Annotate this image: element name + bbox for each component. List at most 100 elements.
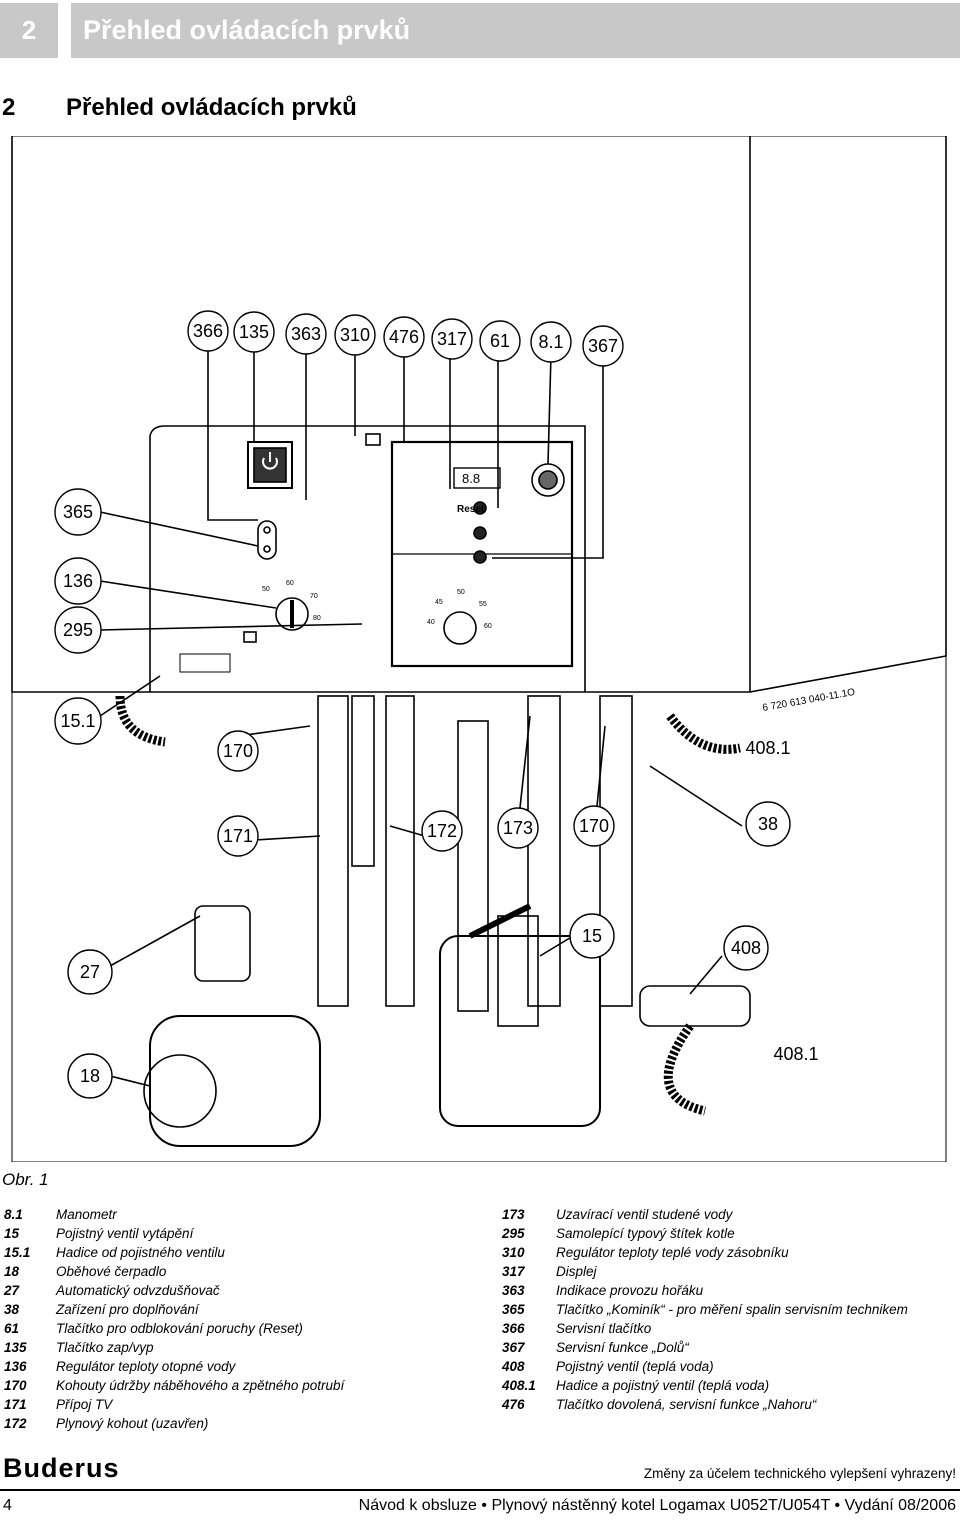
callout-circle <box>421 810 463 852</box>
svg-text:45: 45 <box>435 599 443 606</box>
callout-label: 172 <box>427 821 457 841</box>
callout-label: 363 <box>291 324 321 344</box>
svg-text:40: 40 <box>427 619 435 626</box>
legend-key: 15 <box>4 1226 20 1241</box>
legend-key: 8.1 <box>4 1207 23 1222</box>
callout-circle <box>431 318 473 360</box>
legend-text: Tlačítko pro odblokování poruchy (Reset) <box>56 1321 303 1336</box>
legend-text: Kohouty údržby náběhového a zpětného pot… <box>56 1378 345 1393</box>
callout-circle <box>497 807 539 849</box>
page-number: 4 <box>3 1497 12 1514</box>
legend-key: 408 <box>502 1359 525 1374</box>
legend-key: 367 <box>502 1340 525 1355</box>
buderus-logo: Buderus <box>3 1453 119 1483</box>
callout-label: 15.1 <box>60 711 95 731</box>
chapter-title: Přehled ovládacích prvků <box>83 15 411 45</box>
legend-item: 15.1 Hadice od pojistného ventilu <box>4 1243 344 1262</box>
footer-rule <box>0 1489 960 1491</box>
legend-key: 136 <box>4 1359 27 1374</box>
svg-text:50: 50 <box>262 586 270 593</box>
legend-item: 363 Indikace provozu hořáku <box>502 1281 908 1300</box>
legend-text: Manometr <box>56 1207 117 1222</box>
callout-circle <box>582 325 624 367</box>
callout-circle <box>285 313 327 355</box>
legend-key: 171 <box>4 1397 27 1412</box>
legend-item: 18 Oběhové čerpadlo <box>4 1262 344 1281</box>
callout-label: 295 <box>63 620 93 640</box>
legend-key: 476 <box>502 1397 525 1412</box>
legend-key: 15.1 <box>4 1245 31 1260</box>
callout-label: 170 <box>223 741 253 761</box>
legend-item: 61 Tlačítko pro odblokování poruchy (Rese… <box>4 1319 344 1338</box>
callout-label: 8.1 <box>538 332 563 352</box>
callout-label: 38 <box>758 814 778 834</box>
legend-text: Tlačítko dovolená, servisní funkce „Naho… <box>556 1397 817 1412</box>
callout-circle <box>233 311 275 353</box>
callout-circle <box>723 925 769 971</box>
changes-note: Změny za účelem technického vylepšení vy… <box>643 1466 956 1481</box>
callout-circle <box>54 557 102 605</box>
callout-circle <box>67 1053 113 1099</box>
callout-label: 310 <box>340 325 370 345</box>
callout-label: 173 <box>503 818 533 838</box>
callout-label: 367 <box>588 336 618 356</box>
boiler-casing <box>11 136 947 693</box>
footer-title: Návod k obsluze • Plynový nástěnný kotel… <box>358 1497 956 1514</box>
callout-circle <box>187 310 229 352</box>
legend-key: 366 <box>502 1321 525 1336</box>
callout-label: 171 <box>223 826 253 846</box>
legend-key: 172 <box>4 1416 27 1431</box>
callout-label: 61 <box>490 331 510 351</box>
control-panel <box>149 425 586 692</box>
legend-text: Automatický odvzdušňovač <box>56 1283 220 1298</box>
callout-label: 15 <box>582 926 602 946</box>
legend-key: 365 <box>502 1302 525 1317</box>
callout-circle <box>334 314 376 356</box>
callout-circle <box>569 913 615 959</box>
callout-circle <box>745 801 791 847</box>
legend-text: Regulátor teploty teplé vody zásobníku <box>556 1245 789 1260</box>
legend-text: Samolepící typový štítek kotle <box>556 1226 735 1241</box>
callout-label: 408.1 <box>745 738 790 758</box>
callout-circle <box>54 606 102 654</box>
legend-text: Tlačítko zap/vyp <box>56 1340 154 1355</box>
callout-circle <box>217 815 259 857</box>
figure-caption: Obr. 1 <box>2 1170 49 1189</box>
callout-circle <box>530 321 572 363</box>
legend-text: Hadice od pojistného ventilu <box>56 1245 225 1260</box>
legend-item: 310 Regulátor teploty teplé vody zásobník… <box>502 1243 908 1262</box>
callout-circle <box>383 316 425 358</box>
legend-text: Indikace provozu hořáku <box>556 1283 704 1298</box>
svg-text:60: 60 <box>286 580 294 587</box>
legend-key: 18 <box>4 1264 20 1279</box>
legend-key: 173 <box>502 1207 525 1222</box>
legend-key: 310 <box>502 1245 525 1260</box>
chapter-number: 2 <box>21 15 37 45</box>
legend-key: 317 <box>502 1264 525 1279</box>
legend-key: 363 <box>502 1283 525 1298</box>
legend-text: Servisní funkce „Dolů“ <box>556 1340 689 1355</box>
legend-text: Regulátor teploty otopné vody <box>56 1359 236 1374</box>
callout-circle <box>479 320 521 362</box>
legend-text: Přípoj TV <box>56 1397 113 1412</box>
section-number: 2 <box>2 94 16 121</box>
legend-text: Oběhové čerpadlo <box>56 1264 167 1279</box>
legend-key: 38 <box>4 1302 20 1317</box>
callout-circle <box>217 730 259 772</box>
legend-text: Pojistný ventil vytápění <box>56 1226 194 1241</box>
legend-key: 27 <box>4 1283 20 1298</box>
legend-key: 61 <box>4 1321 20 1336</box>
legend-item: 367 Servisní funkce „Dolů“ <box>502 1338 908 1357</box>
callout-circle <box>573 805 615 847</box>
legend-item: 27 Automatický odvzdušňovač <box>4 1281 344 1300</box>
callout-circle <box>54 488 102 536</box>
